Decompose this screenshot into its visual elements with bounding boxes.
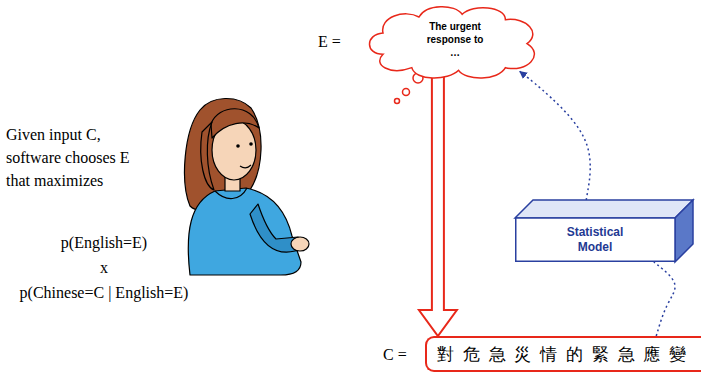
block-arrow [419, 73, 457, 336]
cloud-shape [370, 7, 535, 78]
box-side-face [675, 200, 693, 262]
description-text: Given input C, software chooses E that m… [6, 123, 156, 192]
box-top-face [515, 200, 693, 218]
hand [291, 237, 309, 251]
torso [188, 188, 301, 275]
equation-label: C = [383, 343, 407, 366]
node-text-group: 對危急災情的緊急應變 [437, 338, 695, 370]
formula-term: p(English=E) [4, 231, 204, 254]
node-text: Statistical Model [550, 225, 640, 255]
dotted-connector [520, 71, 590, 200]
eye [249, 142, 253, 146]
node-text: 對危急災情的緊急應變 [437, 344, 695, 364]
mouth [240, 165, 251, 168]
woman-figure [185, 98, 309, 275]
thought-bubble [403, 89, 410, 96]
model-box: Statistical Model [515, 200, 693, 262]
eye [236, 144, 240, 148]
multiply-sign: x [4, 256, 204, 279]
equation-label: E = [318, 30, 341, 53]
hair-side [201, 122, 214, 190]
collar [215, 188, 247, 199]
hair-bangs [211, 109, 259, 138]
node-text: The urgent response to … [422, 20, 488, 59]
formula-term: p(Chinese=C | English=E) [4, 281, 204, 304]
box-front-face [516, 218, 675, 261]
thought-cloud: The urgent response to … [365, 1, 545, 81]
node-text-group: The urgent response to … [365, 1, 545, 77]
node-text-group: Statistical Model [515, 218, 675, 262]
dotted-connector [654, 262, 675, 336]
thought-bubble [395, 99, 400, 104]
input-sentence-box: 對危急災情的緊急應變 [425, 336, 701, 372]
thought-bubbles [395, 73, 424, 104]
